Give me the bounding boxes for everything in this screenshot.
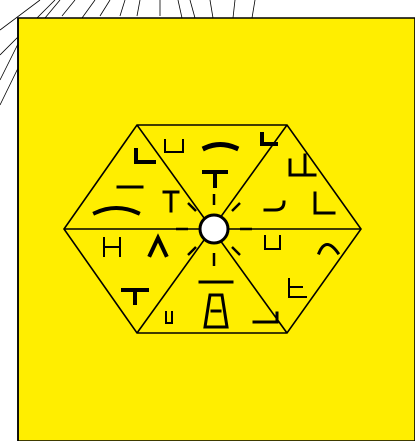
scene: [0, 0, 415, 441]
